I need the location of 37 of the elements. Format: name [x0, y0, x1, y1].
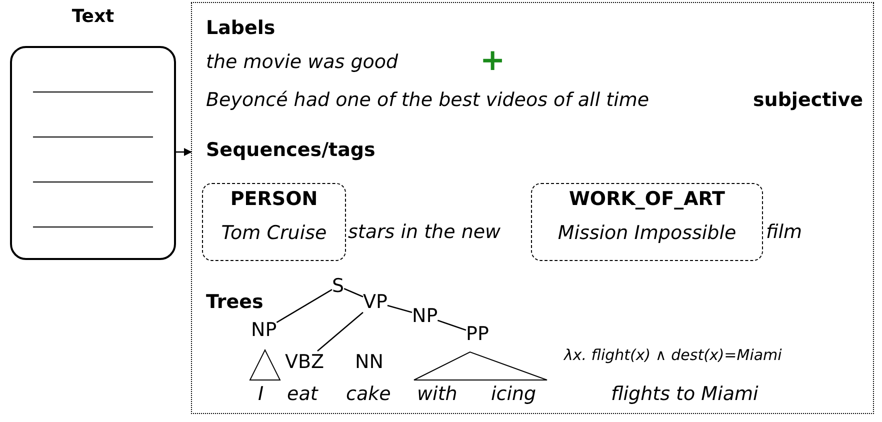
tree-branch-line: [276, 289, 332, 323]
entity-text: Mission Impossible: [556, 222, 738, 244]
tree-branch-line: [344, 288, 364, 298]
tree-node-label: NP: [251, 319, 277, 341]
tree-branch-line: [387, 304, 412, 313]
entity-text: Tom Cruise: [220, 222, 328, 244]
example-sentence: Beyoncé had one of the best videos of all time: [206, 89, 650, 111]
example-sentence: the movie was good: [206, 51, 398, 73]
tree-node-label: S: [332, 275, 344, 297]
section-heading: Trees: [206, 291, 264, 313]
tree-node-label: VP: [363, 291, 388, 313]
sentence-fragment: film: [766, 221, 802, 243]
leaf-word: eat: [287, 383, 318, 405]
leaf-word: with: [417, 383, 458, 405]
arrow: [176, 148, 192, 156]
logical-form: λx. flight(x) ∧ dest(x)=Miami: [564, 346, 782, 364]
section-heading: Sequences/tags: [206, 139, 376, 161]
entity-type-label: PERSON: [229, 188, 319, 210]
tree-branch-line: [317, 312, 364, 352]
leaf-word: I: [258, 383, 264, 405]
leaf-word: cake: [346, 383, 391, 405]
section-heading: Labels: [206, 17, 276, 39]
tree-node-label: NP: [412, 305, 438, 327]
tree-node-label: PP: [466, 323, 489, 345]
tree-node-label: NN: [355, 351, 384, 373]
sentence-fragment: stars in the new: [348, 221, 501, 243]
class-label: subjective: [753, 89, 863, 111]
tree-branch-line: [437, 320, 466, 331]
positive-label: +: [480, 43, 506, 78]
entity-span-box: [531, 183, 763, 261]
entity-span-box: [202, 183, 346, 261]
entity-type-label: WORK_OF_ART: [568, 188, 726, 210]
leaf-word: icing: [491, 383, 536, 405]
sentence-fragment: flights to Miami: [611, 383, 758, 405]
content-panel: [191, 2, 874, 414]
tree-node-label: VBZ: [285, 351, 324, 373]
node-heading: Text: [70, 6, 116, 27]
